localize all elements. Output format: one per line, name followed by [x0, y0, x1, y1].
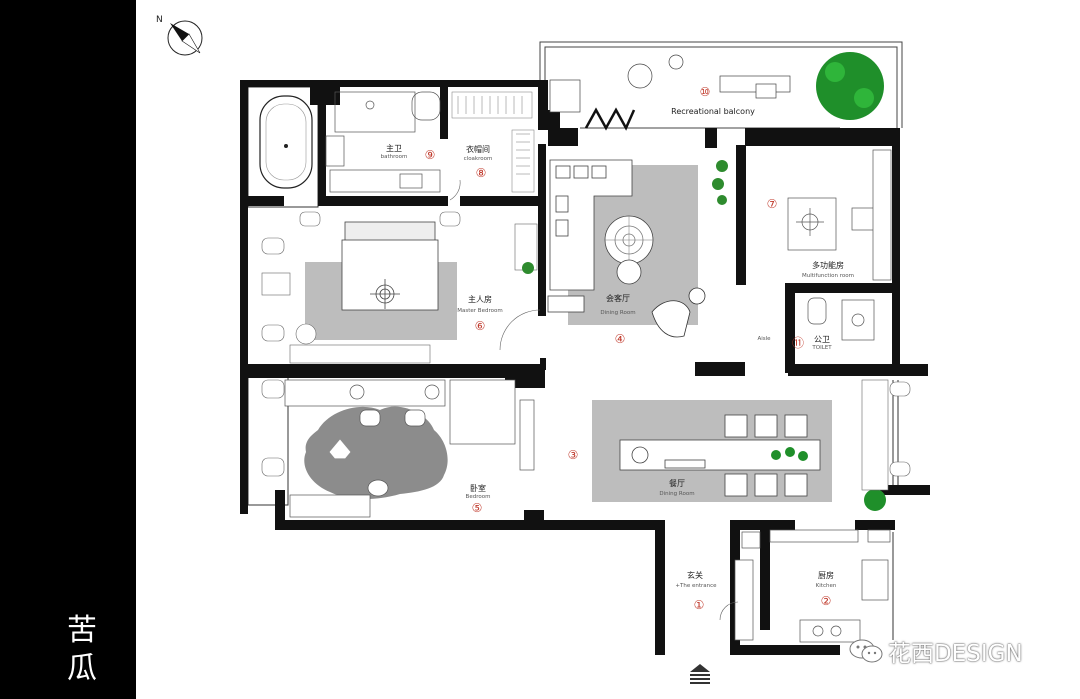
plants-living	[522, 160, 728, 274]
room-label-kitchen-en: Kitchen	[816, 583, 837, 589]
room-number-bathroom: ⑨	[425, 148, 436, 162]
room-label-living-en: Dining Room	[600, 310, 635, 316]
room-label-dining-en: Dining Room	[659, 491, 694, 497]
room-number-kitchen: ②	[821, 594, 832, 608]
watermark-text: 花西DESIGN	[888, 641, 1023, 667]
room-number-living: ④	[615, 332, 626, 346]
wechat-icon	[849, 639, 883, 663]
room-number-bedroom: ⑤	[472, 501, 483, 515]
entrance-arrow-icon	[690, 664, 710, 684]
room-label-balcony-en: Recreational balcony	[671, 107, 755, 116]
sidebar: 苦瓜	[0, 0, 136, 699]
room-number-multifunction: ⑦	[767, 197, 778, 211]
room-label-bedroom-en: Bedroom	[466, 494, 491, 500]
room-label-bathroom-zh: 主卫	[386, 143, 402, 153]
plant-balcony	[816, 52, 884, 120]
room-number-entrance: ①	[694, 598, 705, 612]
room-label-entrance-en: +The entrance	[675, 583, 717, 589]
room-label-cloakroom-zh: 衣帽间	[466, 144, 490, 154]
armchair	[651, 287, 706, 338]
room-number-toilet: ⑪	[792, 336, 804, 350]
compass-icon: N	[156, 15, 203, 56]
room-label-bathroom-en: bathroom	[381, 154, 408, 160]
balcony-furniture	[549, 54, 791, 131]
room-label-bedroom-zh: 卧室	[470, 483, 486, 493]
room-number-cloakroom: ⑧	[476, 166, 487, 180]
toilet-fixtures	[807, 297, 875, 341]
bathtub	[259, 95, 313, 189]
room-label-dining-zh: 餐厅	[669, 479, 685, 488]
watermark: 花西DESIGN	[848, 636, 1023, 667]
kitchen-fixtures	[734, 529, 891, 643]
room-label-toilet-zh: 公卫	[814, 335, 830, 344]
door-arcs	[449, 179, 739, 621]
dining-side-furniture	[861, 379, 911, 491]
multifunction-furniture	[787, 149, 892, 281]
room-number-hall: ③	[568, 448, 579, 462]
vanity	[325, 91, 441, 193]
bedroom-furniture	[284, 379, 535, 518]
compass-north-label: N	[156, 15, 163, 25]
aisle-label: Aisle	[757, 336, 771, 342]
room-label-cloakroom-en: cloakroom	[464, 156, 493, 162]
room-label-living-zh: 会客厅	[606, 293, 630, 303]
room-label-multifunction-en: Multifunction room	[802, 273, 854, 279]
room-number-balcony: ⑩	[700, 85, 711, 99]
room-label-entrance-zh: 玄关	[687, 570, 703, 580]
wardrobe	[451, 91, 535, 193]
room-label-toilet-en: TOILET	[811, 345, 832, 351]
room-number-master: ⑥	[475, 319, 486, 333]
coffee-table	[604, 215, 654, 285]
plants-dining	[771, 447, 886, 511]
room-label-kitchen-zh: 厨房	[818, 570, 834, 580]
sofa	[547, 159, 633, 313]
sidebar-title: 苦瓜	[67, 613, 97, 686]
bedroom-wardrobe-side	[261, 379, 285, 477]
room-label-master-zh: 主人房	[468, 294, 492, 304]
room-label-multifunction-zh: 多功能房	[812, 260, 844, 270]
room-label-master-en: Master Bedroom	[457, 308, 502, 314]
bed-master	[341, 221, 439, 311]
master-furniture	[261, 211, 538, 364]
